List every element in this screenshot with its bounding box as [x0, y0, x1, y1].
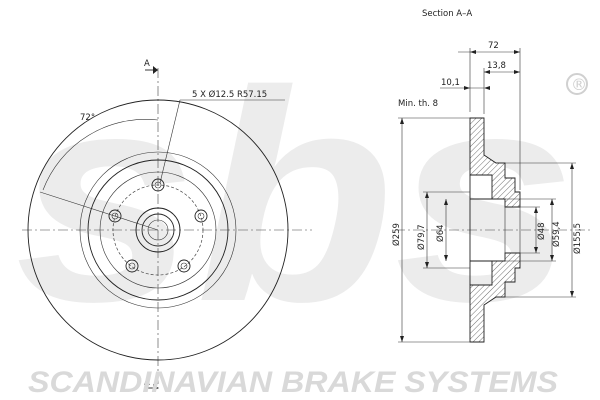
min-thickness-label: Min. th. 8	[398, 99, 438, 109]
bolt-hole-5	[108, 209, 122, 223]
bolt-hole-2-inner	[197, 212, 205, 220]
bolt-pcd-circle	[112, 184, 204, 276]
hub-bore-circle	[141, 213, 175, 247]
front-view: 5 X Ø12.5 R57.15 72° A A	[22, 59, 312, 392]
registered-mark-circle	[566, 73, 588, 95]
bolt-hole-1	[151, 178, 165, 192]
sbs-watermark-logo: sbs	[15, 28, 575, 364]
angle-label: 72°	[80, 113, 95, 123]
bolt-callout-leader	[159, 99, 181, 184]
disc-profile-bottom	[469, 252, 521, 343]
dim-overall-width: 72	[488, 41, 499, 51]
dim-bore-diameter: Ø64	[435, 224, 446, 242]
bolt-hole-2	[194, 209, 208, 223]
dim-1555-arrow-top	[570, 163, 574, 169]
dim-797-arrow-top	[425, 192, 429, 198]
bolt-hole-4	[125, 259, 139, 273]
dim-72-arrow-right	[514, 50, 520, 54]
section-title: Section A–A	[422, 9, 472, 19]
hat-step-circle	[99, 171, 217, 289]
dim-101-arrow-right	[484, 86, 490, 90]
bolt-hole-3-inner	[180, 262, 188, 270]
bolt-holes	[108, 178, 208, 273]
dim-hat-diameter: Ø79,7	[416, 224, 427, 250]
dim-259-arrow-bottom	[400, 336, 404, 342]
bolt-callout-label: 5 X Ø12.5 R57.15	[192, 89, 267, 100]
dim-hat-depth: 13,8	[487, 61, 506, 71]
dim-594-arrow-bottom	[550, 255, 554, 261]
dim-101-arrow-left	[464, 86, 470, 90]
dim-1555-arrow-bottom	[570, 291, 574, 297]
section-marker-top-arrow	[153, 66, 158, 74]
angle-arc	[42, 119, 159, 191]
dim-48-arrow-top	[534, 207, 538, 213]
dim-centering-diameter: Ø59,4	[551, 221, 562, 247]
brand-text: SCANDINAVIAN BRAKE SYSTEMS	[28, 366, 558, 399]
section-view: Section A–A Min. th. 8 72 13,8 10,1	[391, 9, 590, 343]
dim-hub-diameter: Ø48	[536, 222, 547, 240]
bolt-hole-5-inner	[111, 212, 119, 220]
dim-64-arrow-top	[444, 199, 448, 205]
dim-138-arrow-left	[484, 70, 490, 74]
dim-64-arrow-bottom	[444, 255, 448, 261]
bolt-hole-1-inner	[154, 181, 162, 189]
dim-138-arrow-right	[514, 70, 520, 74]
hat-outer-circle	[87, 159, 229, 301]
disc-outer-circle	[27, 99, 289, 361]
section-marker-bottom-label: A	[144, 378, 150, 388]
section-marker-bottom-arrow	[153, 384, 158, 392]
braking-surface-inner-circle	[79, 151, 237, 309]
hub-outer-circle	[135, 207, 181, 253]
dim-594-arrow-top	[550, 199, 554, 205]
angle-ray	[39, 191, 159, 231]
dim-outer-diameter: Ø259	[391, 223, 402, 246]
hub-inner-circle	[147, 219, 169, 241]
disc-profile-top	[469, 117, 521, 208]
section-marker-top-label: A	[144, 59, 150, 69]
bolt-hole-3	[177, 259, 191, 273]
dim-259-arrow-top	[400, 118, 404, 124]
dim-disc-thickness: 10,1	[441, 78, 460, 88]
bolt-hole-4-inner	[128, 262, 136, 270]
dim-pcd-diameter: Ø155,5	[572, 223, 583, 254]
dim-797-arrow-bottom	[425, 262, 429, 268]
registered-mark: ®	[571, 75, 587, 94]
dim-72-arrow-left	[470, 50, 476, 54]
dim-48-arrow-bottom	[534, 247, 538, 253]
